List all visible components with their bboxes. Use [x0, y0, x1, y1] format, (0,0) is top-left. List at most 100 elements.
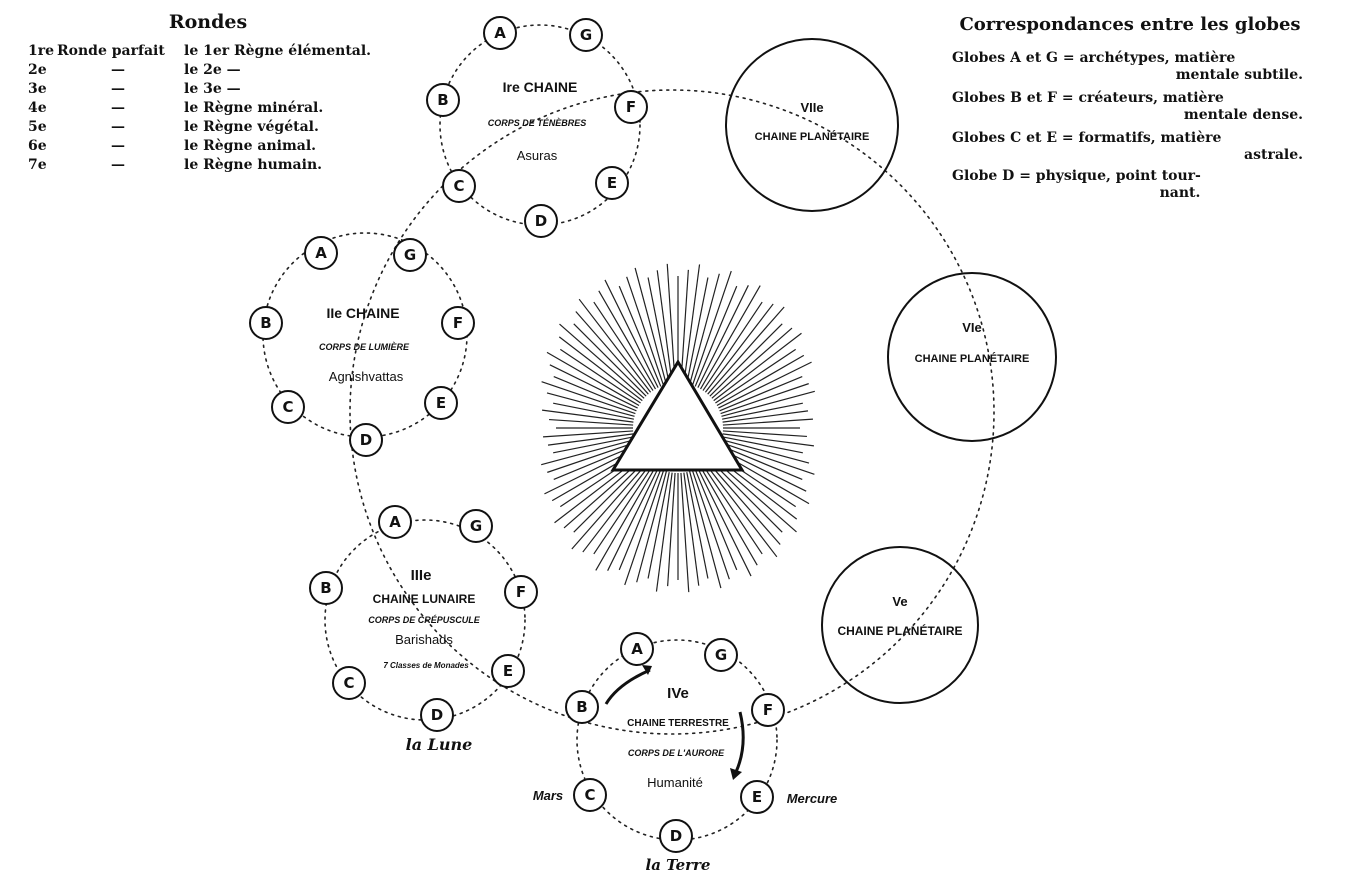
globe [524, 204, 558, 238]
chain-1-globes: A G B F C E D [426, 16, 648, 238]
star-ray [598, 290, 657, 390]
star-ray [704, 463, 778, 558]
globe-letter: G [404, 246, 416, 264]
chain-7-number: VIIe [800, 100, 823, 115]
chain-2-subtitle: CORPS DE LUMIÈRE [319, 342, 410, 352]
ronde-ditto: Ronde parfait [57, 43, 165, 59]
globe-letter: E [436, 394, 446, 412]
star-ray [715, 348, 797, 404]
radiant-star [541, 263, 815, 593]
chain-3-subtitle: CORPS DE CRÉPUSCULE [368, 615, 481, 625]
ronde-ditto: — [111, 119, 125, 135]
globe [595, 166, 629, 200]
mercury-label: Mercure [787, 791, 838, 806]
star-ray [667, 472, 676, 587]
ronde-number: 2e [28, 62, 47, 78]
ronde-ditto: — [111, 100, 125, 116]
globe [565, 690, 599, 724]
globe [614, 90, 648, 124]
star-ray [704, 303, 774, 393]
descent-arrow [604, 668, 651, 705]
globe-letter: B [260, 314, 271, 332]
globe-letter: E [607, 174, 617, 192]
chain-3-circle [324, 519, 526, 721]
star-ray [553, 375, 637, 412]
star-ray [691, 470, 730, 580]
chain-2-title: IIe CHAINE [326, 305, 399, 321]
ronde-text: le Règne végétal. [184, 119, 319, 135]
globe [573, 778, 607, 812]
star-ray [655, 472, 673, 592]
globe-letter: C [584, 786, 595, 804]
globe-letter: C [453, 177, 464, 195]
globe-letter: A [631, 640, 643, 658]
star-ray [689, 273, 720, 385]
star-ray [549, 364, 638, 409]
globe-letter: F [763, 701, 773, 719]
ronde-text: le Règne minéral. [184, 100, 323, 116]
globe-letter: D [431, 706, 443, 724]
correspondance-line: nant. [1160, 185, 1201, 201]
star-ray [718, 361, 812, 409]
chain-7-title: CHAINE PLANÉTAIRE [755, 130, 870, 143]
chain-4-subtitle: CORPS DE L'AURORE [628, 748, 725, 758]
star-ray [558, 336, 643, 402]
chain-4-globes: A G B F C E D [565, 632, 785, 853]
chain-3-beings: Barishads [395, 632, 453, 647]
star-ray [686, 472, 709, 579]
ronde-number: 1re [28, 43, 54, 59]
chain-3-extra: 7 Classes de Monades [383, 661, 469, 670]
globe-letter: A [494, 24, 506, 42]
star-ray [549, 418, 634, 426]
star-ray [680, 472, 690, 593]
chain-5-circle [821, 546, 979, 704]
chain-6-circle [887, 272, 1057, 442]
globe [249, 306, 283, 340]
globe [332, 666, 366, 700]
star-ray [722, 436, 803, 454]
chain-3-globes: A G B F C E D [309, 505, 538, 732]
star-ray [559, 323, 645, 399]
star-ray [719, 444, 803, 481]
star-ray [573, 459, 647, 533]
star-ray [722, 410, 809, 423]
globe-letter: G [580, 26, 592, 44]
star-ray [720, 441, 815, 475]
correspondances-title: Correspondances entre les globes [959, 14, 1300, 35]
ronde-ditto: — [111, 81, 125, 97]
star-ray [722, 433, 815, 447]
star-ray [582, 463, 652, 553]
ronde-number: 4e [28, 100, 47, 116]
globe [309, 571, 343, 605]
star-ray [716, 354, 805, 407]
star-ray [721, 439, 810, 464]
chain-5-number: Ve [892, 594, 907, 609]
star-ray [547, 433, 634, 446]
star-ray [593, 301, 654, 391]
star-ray [546, 351, 640, 407]
star-ray [636, 471, 667, 583]
star-ray [697, 468, 752, 577]
globe-letter: G [715, 646, 727, 664]
star-ray [647, 277, 670, 384]
star-ray [721, 390, 815, 417]
star-ray [722, 430, 807, 438]
star-ray [541, 381, 636, 415]
star-ray [713, 332, 802, 402]
globe [420, 698, 454, 732]
globe-letter: D [535, 212, 547, 230]
star-ray [595, 466, 657, 571]
star-ray [634, 267, 667, 385]
globe [441, 306, 475, 340]
globe [271, 390, 305, 424]
globe [378, 505, 412, 539]
globe [740, 780, 774, 814]
correspondance-line: Globes A et G = archétypes, matière [952, 50, 1235, 66]
star-ray [699, 285, 761, 390]
star-ray [571, 461, 649, 550]
globe-letter: A [315, 244, 327, 262]
globe-letter: B [437, 91, 448, 109]
chain-5-title: CHAINE PLANÉTAIRE [837, 623, 962, 638]
star-ray [593, 465, 654, 555]
